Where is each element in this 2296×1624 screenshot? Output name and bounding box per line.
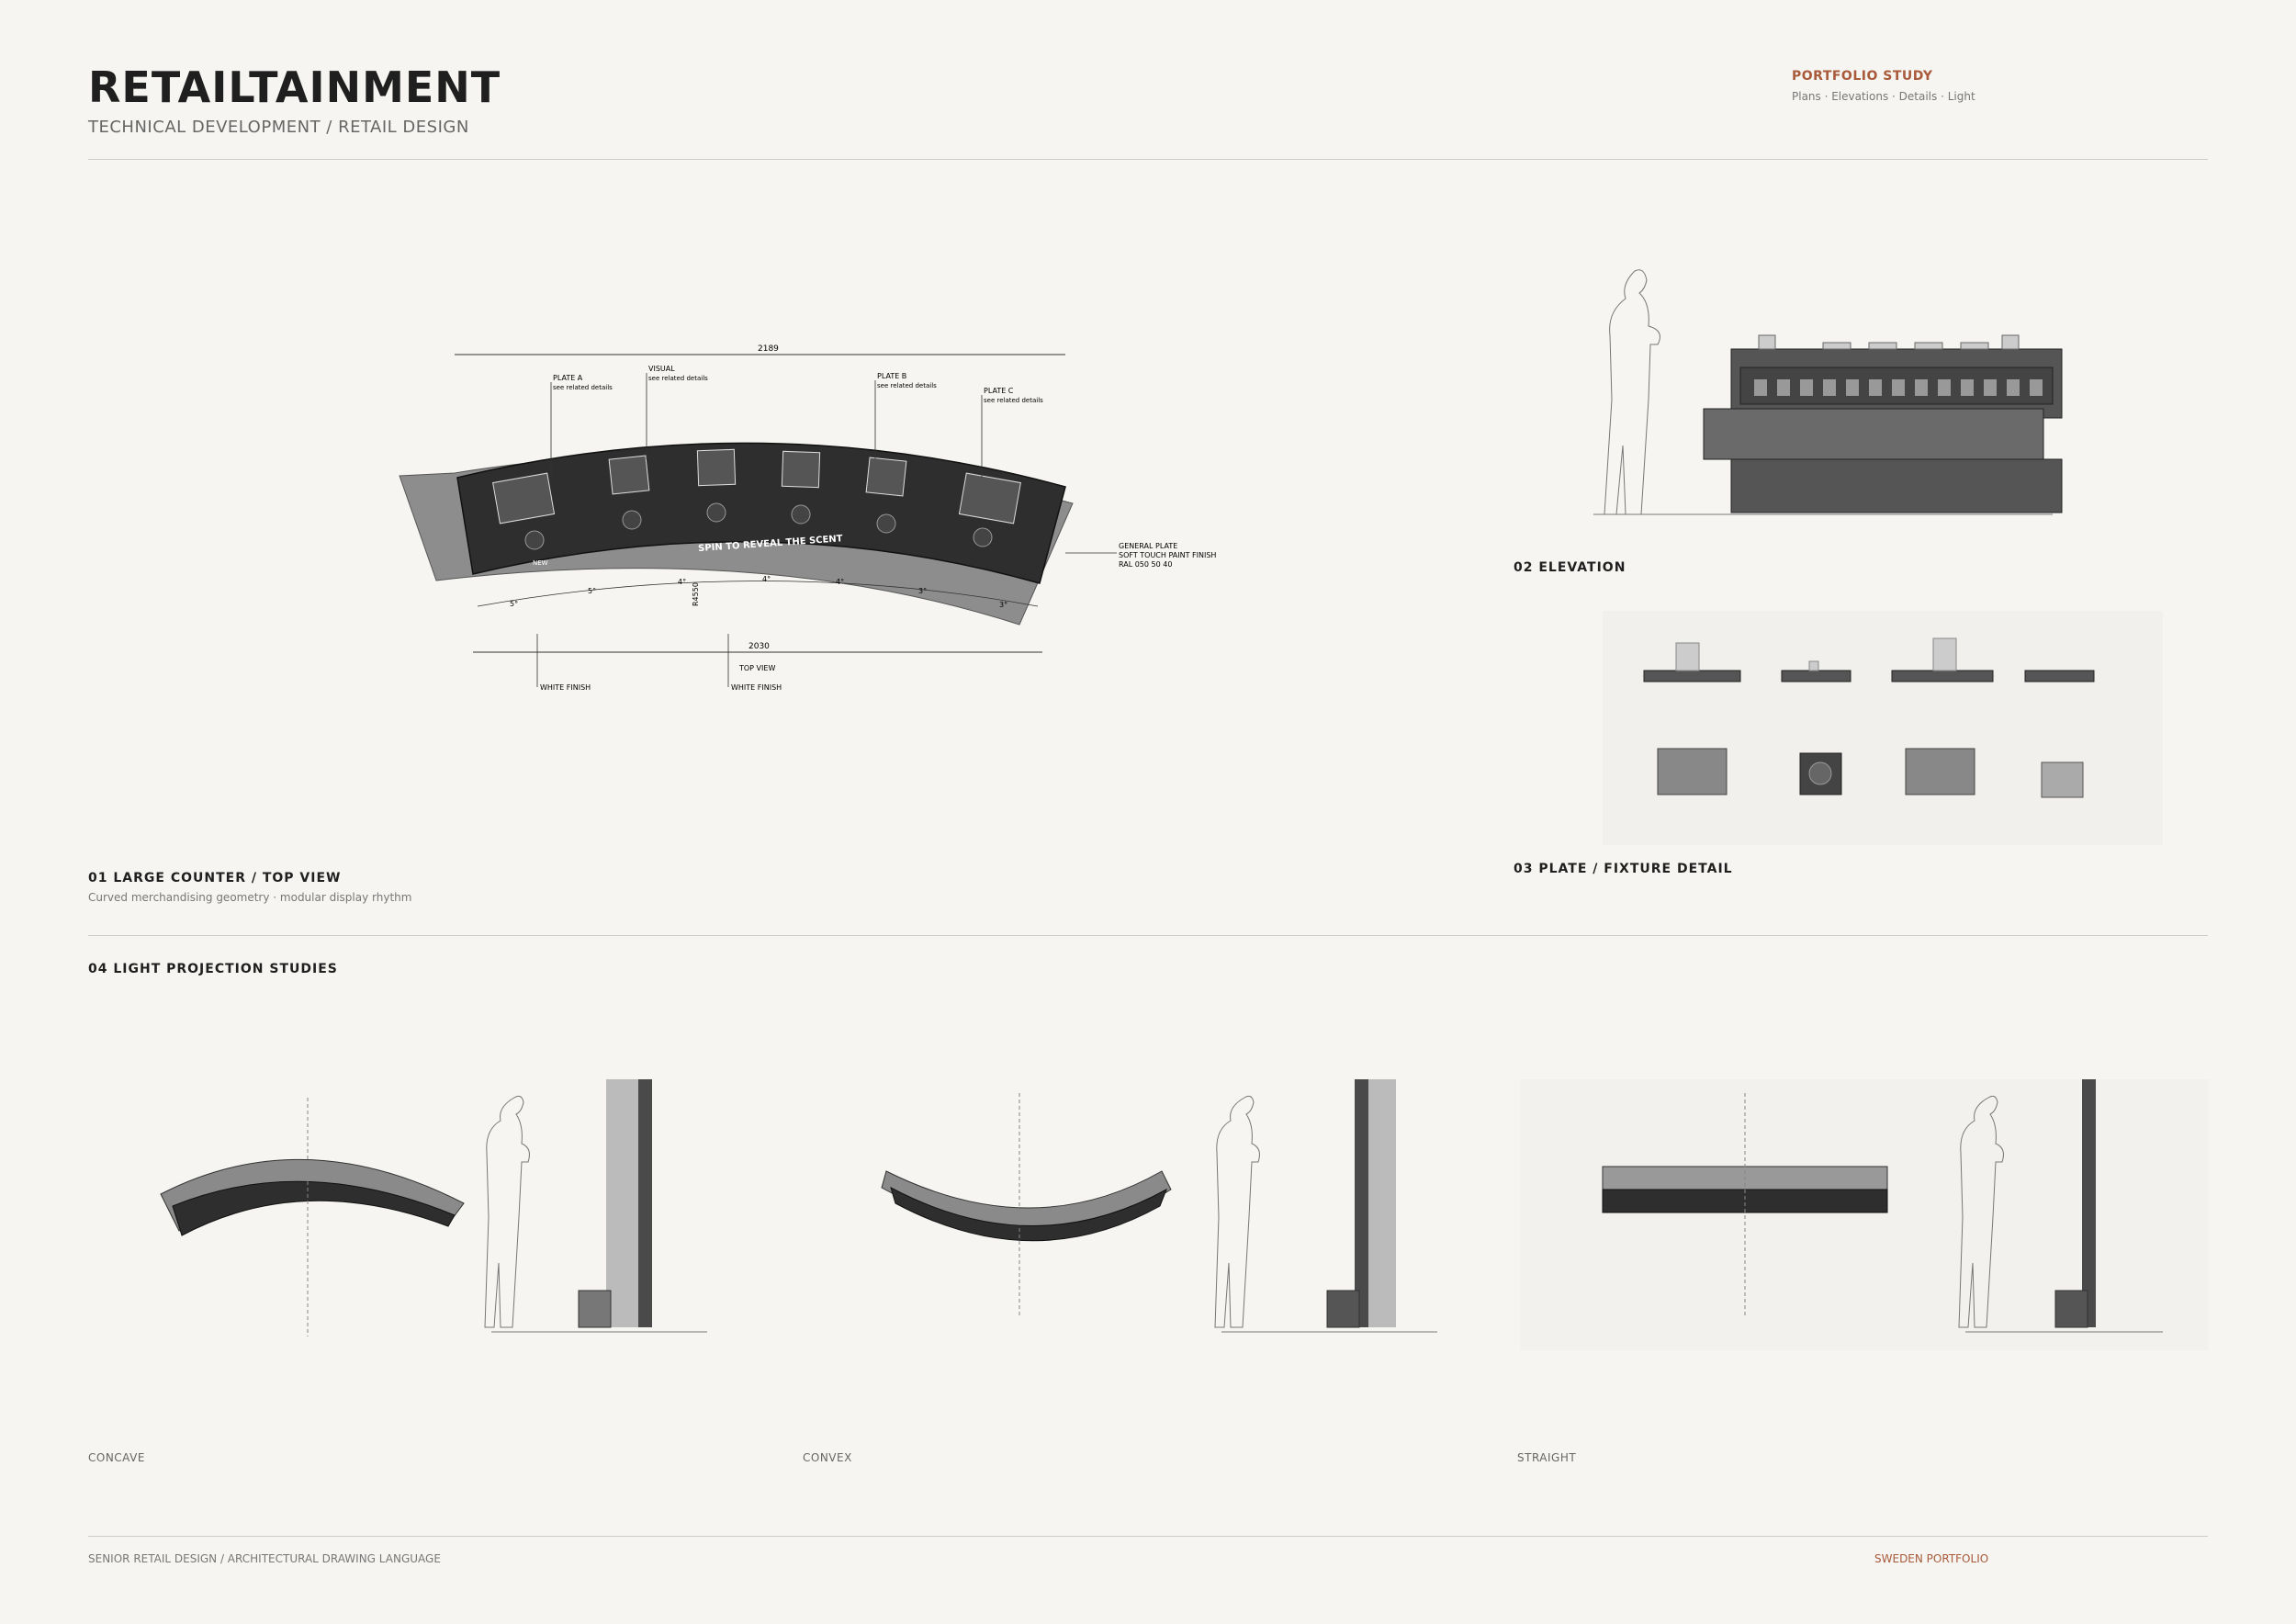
angle-label: 4° xyxy=(836,578,844,586)
dim-bottom-label: 2030 xyxy=(748,642,770,651)
white-finish-1: WHITE FINISH xyxy=(540,683,591,692)
angle-label: 3° xyxy=(999,601,1007,609)
concave-caption: CONCAVE xyxy=(88,1451,145,1464)
plate-a-see: see related details xyxy=(553,384,613,391)
plate-b-see: see related details xyxy=(877,382,937,389)
angle-label: 4° xyxy=(678,578,686,586)
white-finish-2: WHITE FINISH xyxy=(731,683,782,692)
header-divider xyxy=(88,159,2208,160)
section-04-title: 04 LIGHT PROJECTION STUDIES xyxy=(88,962,338,976)
visual-see: see related details xyxy=(648,375,708,382)
dim-top-label: 2189 xyxy=(758,344,779,354)
new-label: NEW xyxy=(533,559,548,567)
section-01-title: 01 LARGE COUNTER / TOP VIEW xyxy=(88,871,342,885)
plate-a-label: PLATE A xyxy=(553,374,583,382)
top-view-label: TOP VIEW xyxy=(738,664,775,672)
plate-c-see: see related details xyxy=(984,397,1043,404)
section-01-subtitle: Curved merchandising geometry · modular … xyxy=(88,891,412,904)
ral-label: RAL 050 50 40 xyxy=(1119,560,1172,569)
elevation-drawing xyxy=(1593,269,2063,515)
concave-study-drawing xyxy=(160,1079,707,1336)
top-view-drawing: 2189 SPIN TO REVEAL THE SCENT NEW PLATE … xyxy=(399,344,1216,692)
convex-caption: CONVEX xyxy=(803,1451,852,1464)
angle-label: 5° xyxy=(510,600,518,608)
footer-left: SENIOR RETAIL DESIGN / ARCHITECTURAL DRA… xyxy=(88,1552,441,1565)
angle-label: 4° xyxy=(762,575,771,583)
section-03-title: 03 PLATE / FIXTURE DETAIL xyxy=(1514,862,1733,876)
general-plate-label: GENERAL PLATE xyxy=(1119,542,1177,550)
finish-label: SOFT TOUCH PAINT FINISH xyxy=(1119,551,1216,559)
straight-caption: STRAIGHT xyxy=(1517,1451,1577,1464)
portfolio-subtitle: Plans · Elevations · Details · Light xyxy=(1792,90,1975,103)
portfolio-title: PORTFOLIO STUDY xyxy=(1792,69,1933,84)
footer-divider xyxy=(88,1536,2208,1537)
section-02-title: 02 ELEVATION xyxy=(1514,560,1626,575)
footer-right: SWEDEN PORTFOLIO xyxy=(1874,1552,1989,1565)
page-subtitle: TECHNICAL DEVELOPMENT / RETAIL DESIGN xyxy=(88,118,469,137)
page-title: RETAILTAINMENT xyxy=(88,62,501,112)
angle-label: 5° xyxy=(588,587,596,595)
mid-divider xyxy=(88,935,2208,936)
straight-study-drawing xyxy=(1520,1079,2209,1350)
radius-label: R4550 xyxy=(692,582,700,606)
visual-label: VISUAL xyxy=(648,365,675,373)
plate-b-label: PLATE B xyxy=(877,372,906,380)
angle-label: 3° xyxy=(918,587,927,595)
convex-study-drawing xyxy=(881,1079,1437,1333)
plate-detail-drawing xyxy=(1603,611,2163,845)
plate-c-label: PLATE C xyxy=(984,387,1014,395)
